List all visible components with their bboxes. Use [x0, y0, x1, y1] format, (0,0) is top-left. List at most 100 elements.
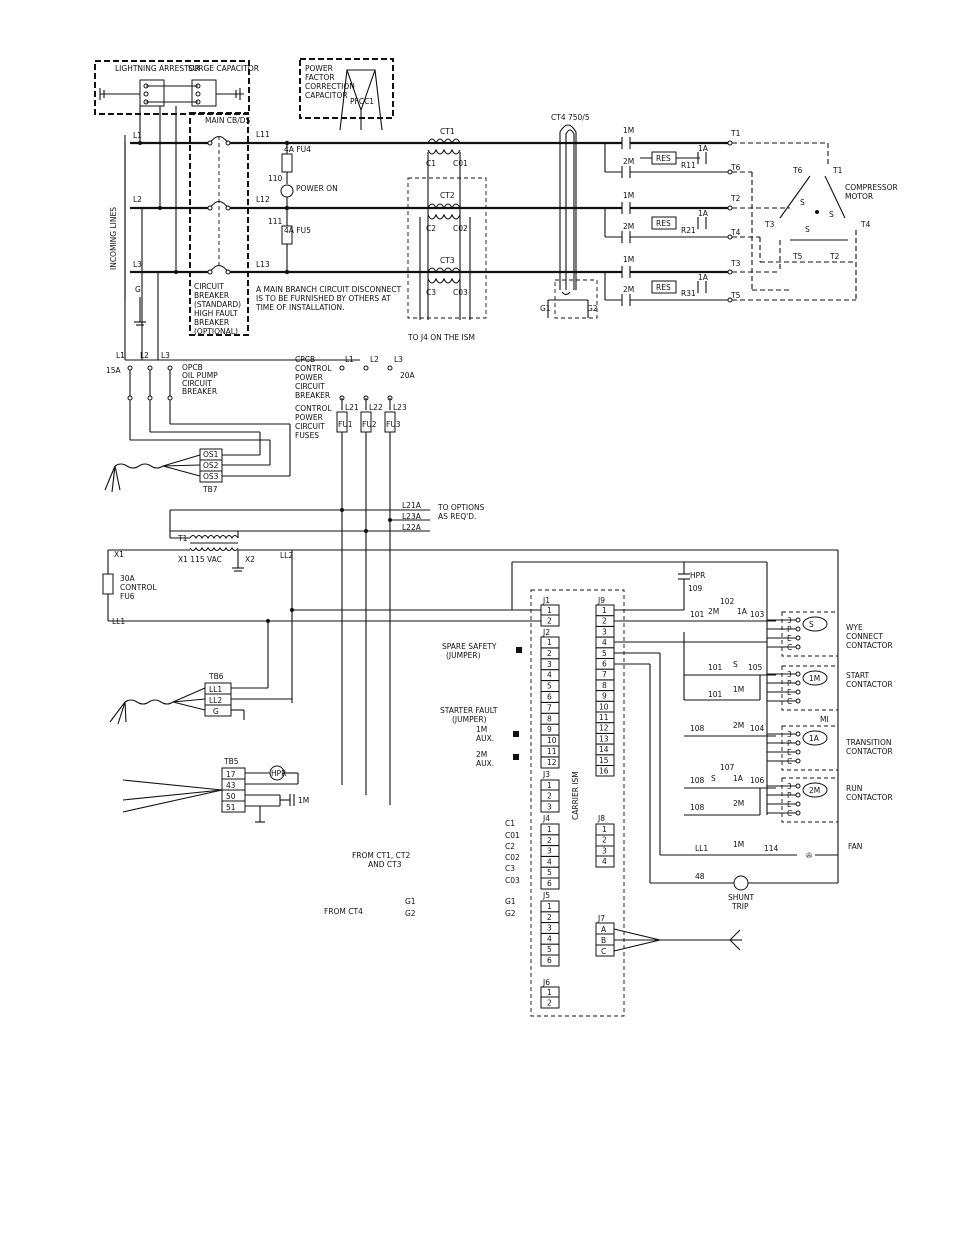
- j4-c3: C3: [505, 864, 515, 873]
- w105-label: 105: [748, 663, 763, 672]
- w108b-label: 108: [690, 776, 705, 785]
- control-ladder: HPR 109 101 102 2M 1A 103 101 S 105 101 …: [511, 550, 893, 911]
- tb5-17: 17: [226, 770, 236, 779]
- wire-111-label: 111: [268, 217, 283, 226]
- wire-110-label: 110: [268, 174, 283, 183]
- j5-g1: G1: [505, 897, 516, 906]
- sf-1: STARTER FAULT: [440, 706, 498, 715]
- opcb-l2: L2: [140, 351, 149, 360]
- incoming-lines-label: INCOMING LINES: [109, 207, 118, 270]
- cb-label-3: (STANDARD): [194, 300, 241, 309]
- r21-label: R21: [681, 226, 696, 235]
- res-2: RES: [656, 219, 671, 228]
- disconnect-note-1: A MAIN BRANCH CIRCUIT DISCONNECT: [256, 285, 402, 294]
- tb6-label: TB6: [208, 672, 224, 681]
- fu6-2: CONTROL: [120, 583, 157, 592]
- ct4-g1: G1: [405, 897, 416, 906]
- cpcb-l2: L2: [370, 355, 379, 364]
- w106-label: 106: [750, 776, 765, 785]
- lightning-surge-box: LIGHTNING ARRESTOR SURGE CAPACITOR: [94, 60, 259, 115]
- hpr-label: HPR: [690, 571, 705, 580]
- motor-t3-label: T3: [764, 220, 775, 229]
- opcb-l1: L1: [116, 351, 125, 360]
- hf-label-3: (OPTIONAL): [194, 327, 238, 336]
- line-g-label: G: [135, 285, 141, 294]
- j3-pin: 3: [547, 802, 552, 811]
- opcb-l3: L3: [161, 351, 170, 360]
- j8-pin: 2: [602, 836, 607, 845]
- l11-label: L11: [256, 130, 270, 139]
- shunt-2: TRIP: [731, 902, 749, 911]
- motor-s-3: S: [805, 225, 810, 234]
- t3-label: T3: [730, 259, 741, 268]
- contactor-pin: [795, 758, 801, 764]
- cb-label-2: BREAKER: [194, 291, 229, 300]
- contactor-pin: [795, 644, 801, 650]
- vac-label: X1 115 VAC: [178, 555, 222, 564]
- j7-label: J7: [597, 914, 605, 923]
- j3-pin: 1: [547, 781, 552, 790]
- w102-label: 102: [720, 597, 735, 606]
- pf-label-4: CAPACITOR: [305, 91, 348, 100]
- motor-t6-label: T6: [792, 166, 803, 175]
- disconnect-note-2: IS TO BE FURNISHED BY OTHERS AT: [256, 294, 391, 303]
- pf-label-1: POWER: [305, 64, 333, 73]
- cb-label-1: CIRCUIT: [194, 282, 224, 291]
- opcb-name-3: CIRCUIT: [182, 379, 212, 388]
- l13-label: L13: [256, 260, 270, 269]
- j9-pin: 13: [599, 734, 609, 743]
- j9-pin: 10: [599, 702, 609, 711]
- opcb-name-2: OIL PUMP: [182, 371, 218, 380]
- fu5-label: 4A FU5: [284, 226, 311, 235]
- tb5-terminal: TB5 17 43 50 51 HPR 1M: [122, 757, 309, 823]
- cpcb-amps: 20A: [400, 371, 416, 380]
- j9-pin: 9: [602, 692, 607, 701]
- j9-pin: 2: [602, 617, 607, 626]
- fu3-label: FU3: [386, 420, 401, 429]
- j4-c2: C2: [505, 842, 515, 851]
- j3-label: J3: [542, 770, 550, 779]
- cpcb-l1: L1: [345, 355, 354, 364]
- contactor-pin: [795, 680, 801, 686]
- contactor-coil-label: S: [809, 620, 814, 629]
- j9-pin: 15: [599, 756, 609, 765]
- w101c-label: 101: [708, 690, 723, 699]
- j9-pin: 12: [599, 724, 609, 733]
- res-3: RES: [656, 283, 671, 292]
- j9-pin: 4: [602, 638, 607, 647]
- contactor-box: [781, 665, 839, 711]
- j5-rows-pin: 5: [547, 945, 552, 954]
- contactor-pin: [795, 671, 801, 677]
- wye-3: CONTACTOR: [846, 641, 893, 650]
- os1-label: OS1: [203, 450, 219, 459]
- j2-label: J2: [542, 628, 550, 637]
- j2-pin: 3: [547, 660, 552, 669]
- pf-label-3: CORRECTION: [305, 82, 355, 91]
- j3-pin: 2: [547, 792, 552, 801]
- j4-label: J4: [542, 814, 550, 823]
- t6-label: T6: [730, 163, 741, 172]
- m2-phase1: 2M: [623, 157, 634, 166]
- t2-label: T2: [730, 194, 741, 203]
- opcb-amps: 15A: [106, 366, 122, 375]
- j4-co3: C03: [505, 876, 520, 885]
- cpcb-name-5: BREAKER: [295, 391, 330, 400]
- l23-label: L23: [393, 403, 407, 412]
- contactor-pin: [795, 635, 801, 641]
- w48-label: 48: [695, 872, 705, 881]
- j9-pin: 7: [602, 670, 607, 679]
- c2-label: C2: [426, 224, 436, 233]
- j4-rows-pin: 4: [547, 857, 552, 866]
- aux1-2: AUX.: [476, 734, 494, 743]
- contactor-pin: [795, 689, 801, 695]
- contactor-pin: [795, 698, 801, 704]
- ladder-2m-a: 2M: [708, 607, 719, 616]
- w108-label: 108: [690, 724, 705, 733]
- j8-label: J8: [597, 814, 605, 823]
- r11-label: R11: [681, 161, 696, 170]
- ladder-2m-b: 2M: [733, 721, 744, 730]
- aux2-jumper: [513, 754, 519, 760]
- main-cb-label: MAIN CB/DS: [205, 116, 250, 125]
- mi-label: MI: [820, 715, 829, 724]
- aux2-1: 2M: [476, 750, 487, 759]
